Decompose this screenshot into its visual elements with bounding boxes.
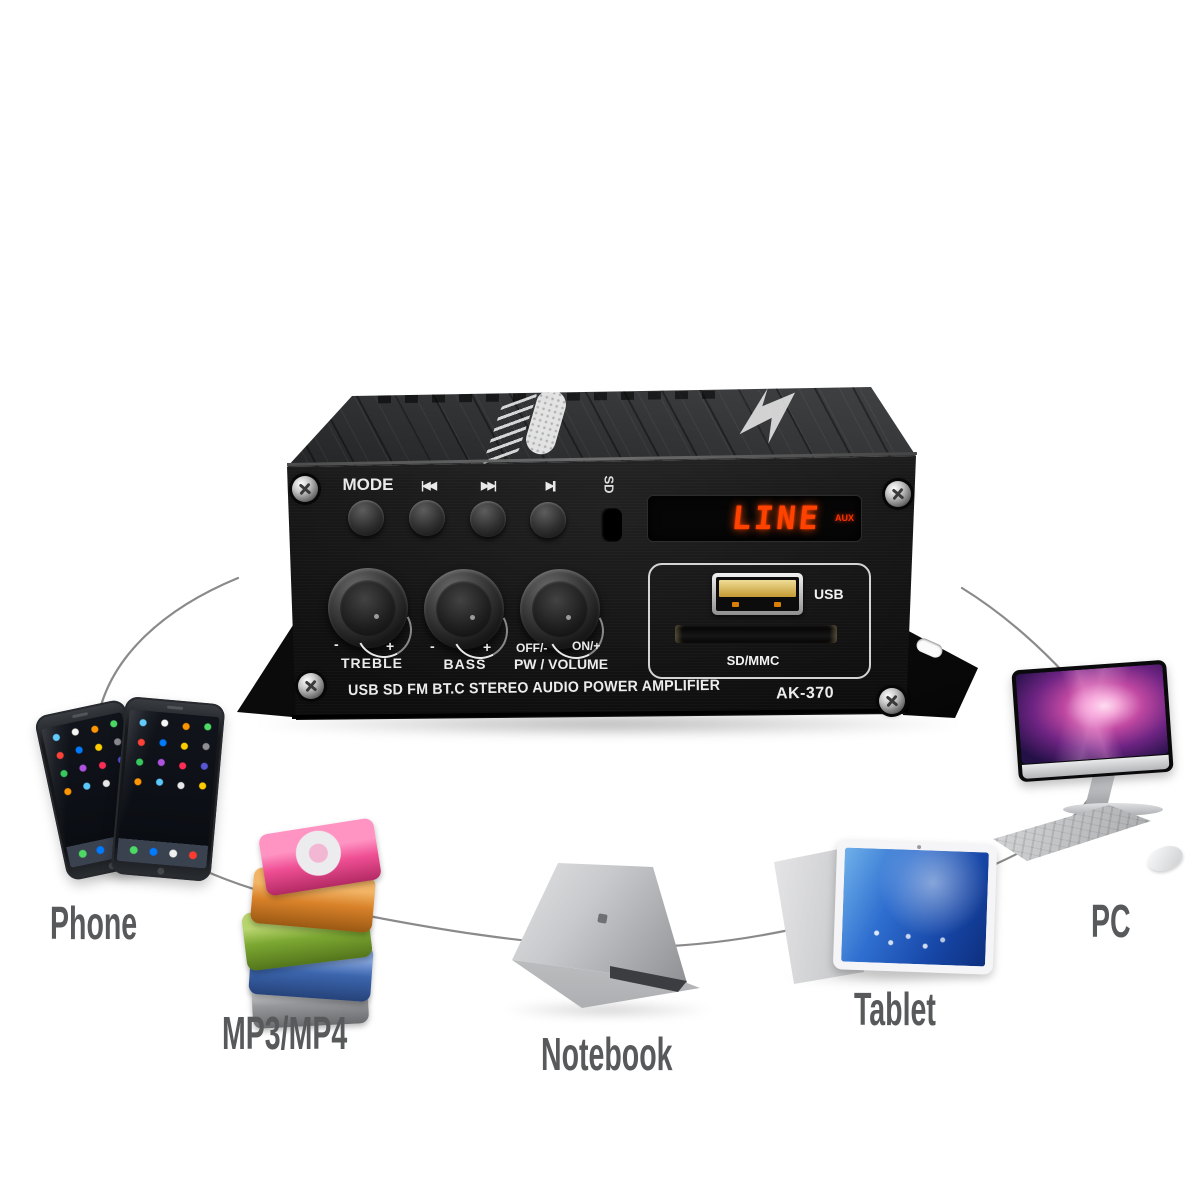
screw-bottom-right bbox=[879, 688, 905, 714]
mode-button-label: MODE bbox=[342, 475, 394, 494]
device-label-tablet: Tablet bbox=[854, 983, 936, 1035]
mp3-control-ring bbox=[292, 826, 345, 880]
next-track-icon: ▶▶| bbox=[481, 480, 497, 492]
play-pause-button bbox=[530, 502, 566, 538]
previous-track-icon: |◀◀ bbox=[421, 480, 437, 492]
bass-min-mark: - bbox=[430, 638, 435, 654]
phone-right bbox=[110, 695, 226, 883]
pc-mouse bbox=[1144, 841, 1186, 876]
model-number: AK-370 bbox=[775, 684, 835, 703]
led-display: LINE AUX bbox=[647, 495, 862, 542]
device-label-phone: Phone bbox=[50, 897, 138, 949]
treble-max-mark: + bbox=[386, 638, 395, 654]
volume-knob bbox=[520, 569, 611, 666]
treble-caption: TREBLE bbox=[341, 655, 403, 671]
sd-mmc-label: SD/MMC bbox=[726, 653, 780, 668]
device-label-pc: PC bbox=[1091, 895, 1131, 947]
treble-min-mark: - bbox=[334, 636, 339, 652]
usb-contact-pin bbox=[732, 602, 739, 607]
media-io-outline bbox=[648, 563, 871, 679]
next-track-button bbox=[470, 501, 506, 537]
usb-port bbox=[712, 573, 803, 615]
bass-max-mark: + bbox=[483, 639, 492, 655]
previous-track-button bbox=[409, 500, 445, 536]
desktop-pc bbox=[993, 655, 1186, 880]
mode-button bbox=[348, 500, 384, 536]
tablet-camera-dot bbox=[917, 845, 922, 850]
aux-indicator: AUX bbox=[834, 513, 854, 523]
front-panel-controls: MODE |◀◀ ▶▶| ▶|| SD LINE AUX bbox=[228, 383, 990, 735]
amplifier: MODE |◀◀ ▶▶| ▶|| SD LINE AUX bbox=[228, 383, 990, 737]
screw-bottom-left bbox=[298, 673, 324, 699]
screw-top-right bbox=[885, 481, 911, 507]
usb-tongue bbox=[719, 580, 796, 597]
phone-speaker bbox=[167, 705, 184, 711]
tablet-front-panel bbox=[832, 839, 998, 975]
tablet-screen bbox=[841, 847, 989, 967]
usb-port-cavity bbox=[716, 577, 799, 611]
screw-top-left bbox=[292, 476, 318, 502]
usb-contact-pin bbox=[774, 602, 781, 607]
amplifier-tagline: USB SD FM BT.C STEREO AUDIO POWER AMPLIF… bbox=[348, 676, 721, 699]
knob-indicator-dot bbox=[470, 615, 476, 621]
sd-card-slot bbox=[675, 625, 837, 643]
play-pause-icon: ▶|| bbox=[545, 480, 557, 492]
volume-on-mark: ON/+ bbox=[572, 639, 601, 653]
notebook-computer bbox=[470, 848, 715, 1048]
device-label-mp3: MP3/MP4 bbox=[222, 1007, 348, 1059]
treble-knob bbox=[328, 568, 419, 665]
notebook-logo bbox=[597, 913, 608, 924]
side-port-label: SD bbox=[601, 475, 617, 494]
bass-caption: BASS bbox=[443, 656, 487, 672]
volume-off-mark: OFF/- bbox=[516, 641, 548, 655]
usb-label: USB bbox=[814, 586, 844, 602]
knob-indicator-dot bbox=[374, 614, 380, 620]
pc-screen bbox=[1015, 663, 1169, 765]
pc-display bbox=[1011, 659, 1174, 783]
phone-speaker bbox=[71, 712, 89, 719]
display-source-text: LINE bbox=[729, 499, 823, 537]
phone-home-button bbox=[157, 867, 165, 875]
knob-indicator-dot bbox=[566, 615, 572, 621]
ir-receiver-slot bbox=[600, 508, 622, 542]
notebook-lid bbox=[512, 863, 687, 983]
notebook-shadow bbox=[500, 1000, 715, 1020]
volume-caption: PW / VOLUME bbox=[513, 656, 609, 672]
tablet-device bbox=[762, 836, 1000, 996]
phone-screen bbox=[116, 709, 220, 869]
device-label-notebook: Notebook bbox=[541, 1028, 673, 1080]
bass-knob bbox=[424, 569, 515, 666]
